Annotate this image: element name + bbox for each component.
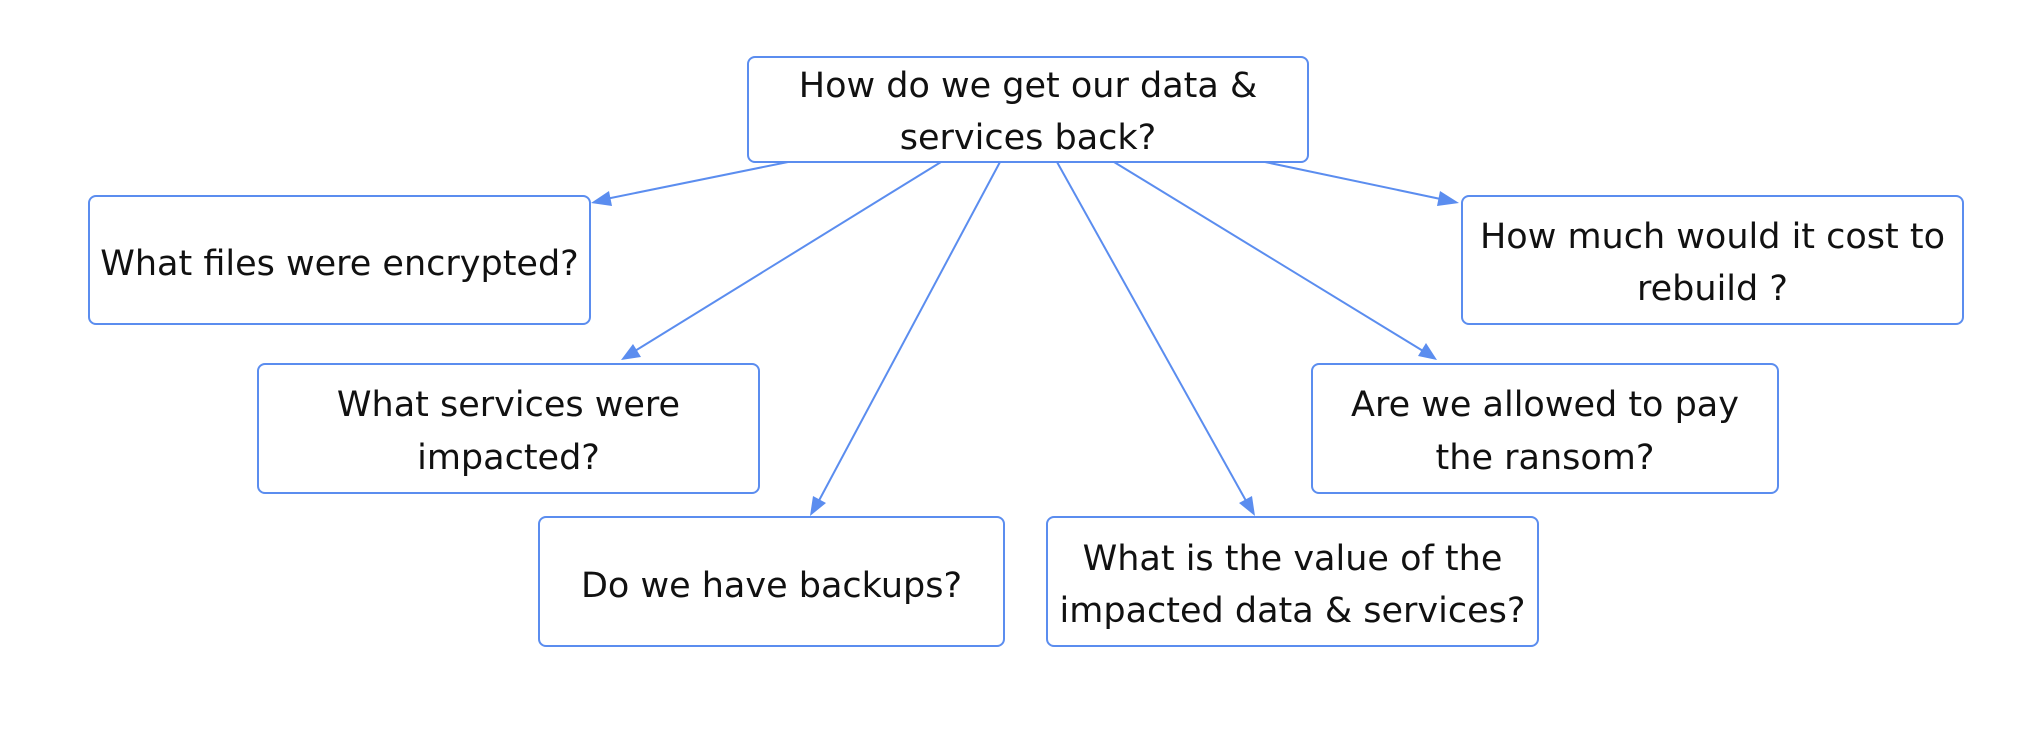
node-data-value-line1: What is the value of the <box>1083 539 1503 579</box>
node-data-value: What is the value of the impacted data &… <box>1046 516 1539 647</box>
edge-root-to-files <box>595 161 789 202</box>
node-services-impacted-line2: impacted? <box>417 438 600 478</box>
node-files-encrypted: What files were encrypted? <box>88 195 591 325</box>
edge-root-to-ransom <box>1113 161 1429 355</box>
edge-root-to-backups <box>814 161 1001 509</box>
edge-root-to-value <box>1056 161 1251 509</box>
node-data-value-box <box>1046 516 1539 647</box>
arrowhead-value <box>1239 496 1255 516</box>
node-pay-ransom-line2: the ransom? <box>1436 438 1655 478</box>
node-backups-box <box>538 516 1005 647</box>
arrowhead-backups <box>810 496 826 516</box>
arrowhead-services <box>621 344 641 360</box>
node-pay-ransom: Are we allowed to pay the ransom? <box>1311 363 1779 494</box>
node-services-impacted: What services were impacted? <box>257 363 760 494</box>
node-root-box <box>747 56 1309 163</box>
node-rebuild-cost-line1: How much would it cost to <box>1480 217 1945 257</box>
arrowhead-ransom <box>1418 343 1437 360</box>
node-root-line1: How do we get our data & <box>799 66 1258 106</box>
node-files-encrypted-box <box>88 195 591 325</box>
arrowhead-files <box>591 191 612 206</box>
node-files-encrypted-line1: What files were encrypted? <box>100 244 579 284</box>
node-backups-line1: Do we have backups? <box>581 566 962 606</box>
node-services-impacted-box <box>257 363 760 494</box>
edge-root-to-services <box>629 161 942 355</box>
node-rebuild-cost: How much would it cost to rebuild ? <box>1461 195 1964 325</box>
node-root: How do we get our data & services back? <box>747 56 1309 163</box>
node-pay-ransom-box <box>1311 363 1779 494</box>
node-rebuild-cost-line2: rebuild ? <box>1637 269 1788 309</box>
node-root-line2: services back? <box>900 118 1156 158</box>
node-rebuild-cost-box <box>1461 195 1964 325</box>
node-backups: Do we have backups? <box>538 516 1005 647</box>
arrowhead-rebuild <box>1437 191 1459 206</box>
node-data-value-line2: impacted data & services? <box>1060 591 1526 631</box>
node-pay-ransom-line1: Are we allowed to pay <box>1351 385 1739 425</box>
node-services-impacted-line1: What services were <box>337 385 680 425</box>
edges <box>591 161 1459 516</box>
edge-root-to-rebuild <box>1264 161 1451 202</box>
